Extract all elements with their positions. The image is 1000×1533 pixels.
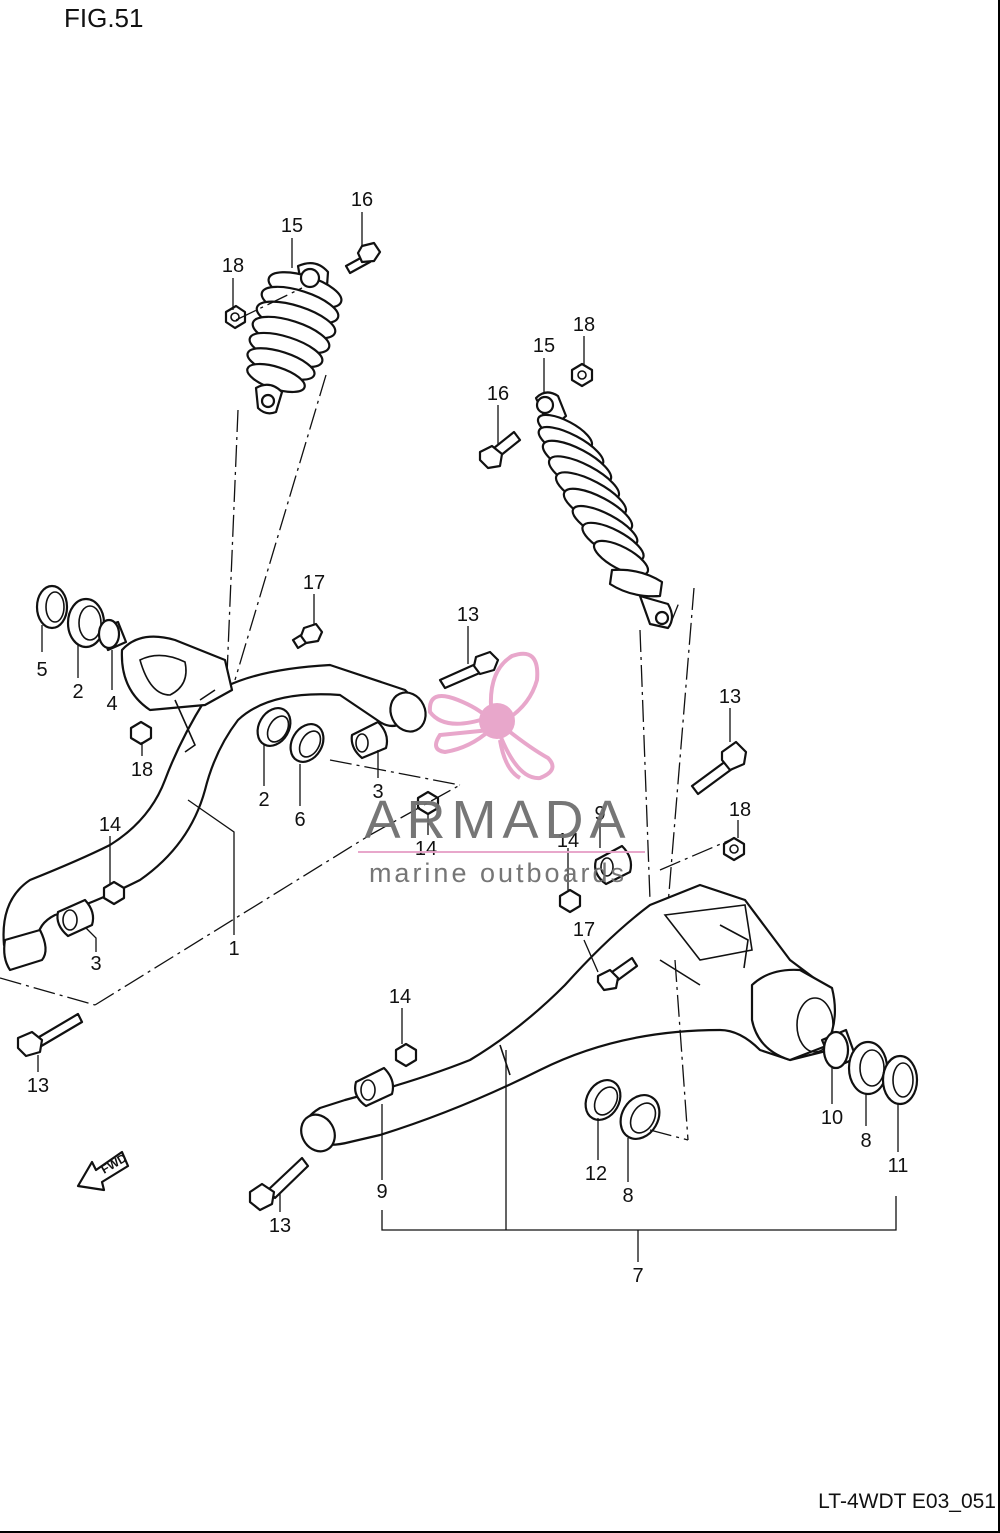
callout-9-lower: 9 — [376, 1181, 387, 1203]
callout-16-left: 16 — [351, 189, 373, 211]
callout-18-left-arm: 18 — [131, 759, 153, 781]
right-arm-bearing-b — [619, 1094, 661, 1140]
callout-4: 4 — [106, 693, 117, 715]
callout-11: 11 — [888, 1155, 909, 1177]
watermark-brand: ARMADA — [364, 790, 631, 850]
drawing-code: LT-4WDT E03_051 — [818, 1490, 996, 1513]
watermark-tagline: marine outboards — [369, 858, 627, 888]
left-arm-bushing-rear — [350, 720, 389, 760]
left-shock-bolt — [344, 241, 382, 275]
callout-18-left-top: 18 — [222, 255, 244, 277]
callout-13-right-upper: 13 — [719, 686, 741, 708]
right-pivot-bolt-lower — [248, 1156, 310, 1212]
callout-10: 10 — [821, 1107, 843, 1129]
callout-16-right: 16 — [487, 383, 509, 405]
right-shock-bolt — [478, 430, 522, 470]
right-bolt-17 — [596, 956, 639, 992]
callout-2-left: 2 — [72, 681, 83, 703]
callout-7: 7 — [632, 1265, 643, 1287]
callout-17-right: 17 — [573, 919, 595, 941]
left-arm-dust-seal — [289, 723, 325, 763]
left-arm-oil-seal — [35, 584, 69, 630]
callout-17-left: 17 — [303, 572, 325, 594]
callout-1: 1 — [228, 938, 239, 960]
right-shock-absorber — [534, 391, 674, 630]
left-nut-18 — [129, 720, 153, 746]
right-swingarm — [300, 883, 837, 1153]
callout-14-right-upper: 14 — [557, 830, 579, 852]
callout-9-upper: 9 — [594, 803, 605, 825]
left-arm-bushing-front — [56, 898, 95, 938]
right-pivot-bolt-upper — [690, 740, 748, 796]
callout-13-left-front: 13 — [27, 1075, 49, 1097]
armada-watermark: ARMADA marine outboards — [358, 651, 645, 888]
callout-3-front: 3 — [90, 953, 101, 975]
callout-14-left-rear: 14 — [415, 838, 437, 860]
right-arm-bearing-a — [847, 1040, 889, 1096]
left-pivot-bolt-rear — [438, 650, 500, 690]
right-arm-dust-seal — [584, 1079, 622, 1121]
callout-15-left: 15 — [281, 215, 303, 237]
propeller-logo-icon — [427, 651, 555, 781]
callout-3-rear: 3 — [372, 781, 383, 803]
callout-labels: 15 16 18 15 16 18 5 2 4 18 17 13 2 6 3 1… — [27, 189, 909, 1287]
callout-6: 6 — [294, 809, 305, 831]
callout-12: 12 — [585, 1163, 607, 1185]
left-shock-absorber — [246, 261, 343, 415]
callout-8-center: 8 — [622, 1185, 633, 1207]
callout-13-right-lower: 13 — [269, 1215, 291, 1237]
left-pivot-bolt-front — [16, 1012, 84, 1058]
left-shock-nut — [224, 304, 247, 330]
right-arm-oil-seal — [881, 1054, 919, 1106]
figure-title: FIG.51 — [64, 3, 143, 33]
right-nut-14a — [558, 888, 582, 914]
callout-8-right: 8 — [860, 1130, 871, 1152]
callout-18-right-arm: 18 — [729, 799, 751, 821]
callout-14-left-front: 14 — [99, 814, 121, 836]
right-shock-nut — [570, 362, 594, 388]
forward-direction-arrow: FWD — [76, 1151, 129, 1192]
right-nut-14b — [394, 1042, 418, 1068]
left-arm-spacer — [97, 618, 128, 652]
left-arm-bearing — [66, 597, 106, 649]
right-nut-18 — [722, 836, 746, 862]
left-nut-14a — [102, 880, 126, 906]
callout-2-center: 2 — [258, 789, 269, 811]
left-bolt-17 — [291, 622, 324, 650]
callout-15-right: 15 — [533, 335, 555, 357]
leader-lines — [37, 212, 899, 1262]
right-arm-bushing-lower — [354, 1066, 395, 1108]
callout-14-right-lower: 14 — [389, 986, 411, 1008]
callout-5: 5 — [36, 659, 47, 681]
callout-13-left-rear: 13 — [457, 604, 479, 626]
callout-18-right-top: 18 — [573, 314, 595, 336]
